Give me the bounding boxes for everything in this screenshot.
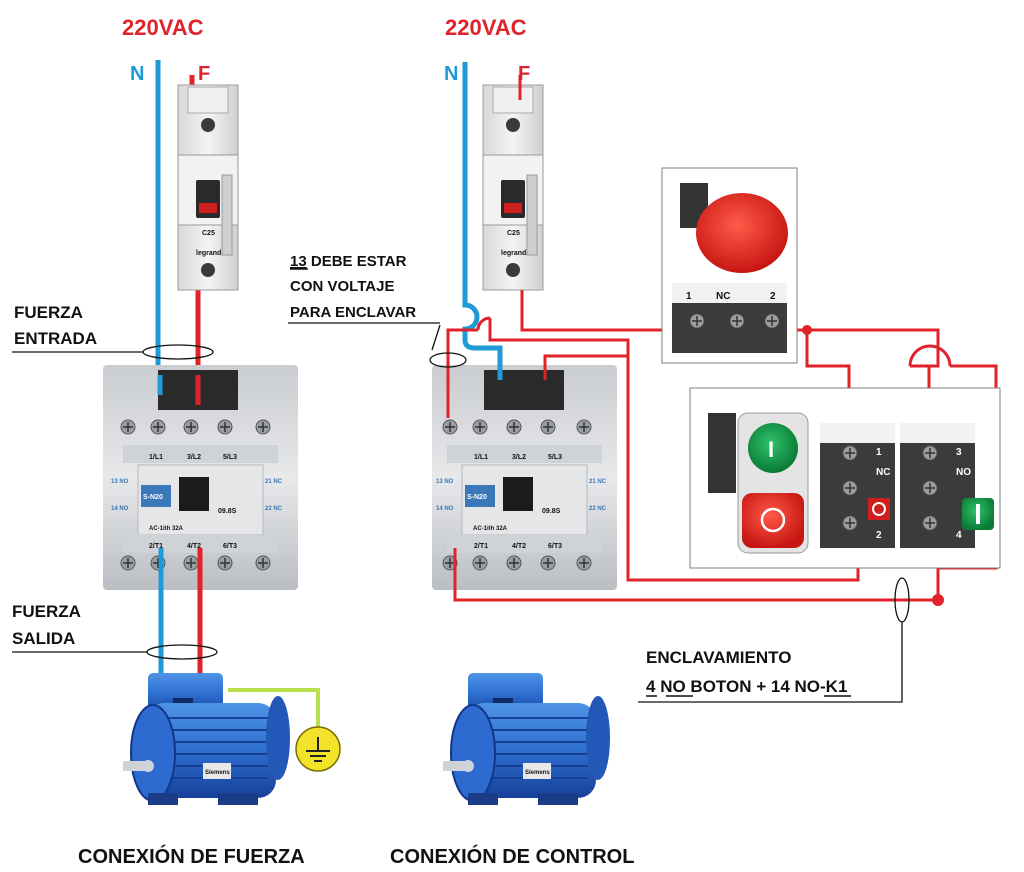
c-contactor-code: 09.8S: [542, 508, 561, 515]
control-circuit: C25 legrand 1/L1 3/L2 5/L3 S-N20 09.8S 1…: [288, 15, 1001, 868]
terminal-6T3: 6/T3: [223, 543, 237, 550]
c-contactor-model: S-N20: [467, 494, 487, 501]
aux-21nc: 21 NC: [265, 479, 283, 485]
terminal-1L1: 1/L1: [149, 454, 163, 461]
no-label: NO: [956, 467, 971, 478]
power-supply-label: 220VAC: [122, 15, 204, 40]
input-cable-marker: [142, 344, 214, 360]
power-circuit: C25 legrand 1/L1 3/L2 5/L3 S-N20 09.8S 1…: [12, 15, 341, 868]
c-aux-13no: 13 NO: [436, 479, 454, 485]
breaker2-rating: C25: [507, 230, 520, 237]
contactor-control: 1/L1 3/L2 5/L3 S-N20 09.8S 13 NO 14 NO 2…: [432, 365, 617, 590]
terminal-2T1: 2/T1: [149, 543, 163, 550]
start-symbol: I: [768, 437, 774, 462]
estop-nc: NC: [716, 291, 730, 302]
power-output-line1: FUERZA: [12, 602, 81, 621]
power-input-line1: FUERZA: [14, 303, 83, 322]
nc-label: NC: [876, 467, 890, 478]
c-terminal-3L2: 3/L2: [512, 454, 526, 461]
ground-icon: [295, 726, 341, 772]
circuit-breaker-control: C25 legrand: [482, 84, 544, 291]
control-phase-label: F: [518, 63, 530, 85]
interlock-description: 4 NO BOTON + 14 NO-K1: [646, 677, 847, 696]
c-aux-21nc: 21 NC: [589, 479, 607, 485]
power-output-line2: SALIDA: [12, 629, 75, 648]
power-caption: CONEXIÓN DE FUERZA: [78, 844, 305, 868]
emergency-stop-button[interactable]: [696, 193, 788, 273]
c-aux-22nc: 22 NC: [589, 506, 607, 512]
power-input-line2: ENTRADA: [14, 329, 97, 348]
start-button[interactable]: [748, 423, 798, 473]
estop-terminal-2: 2: [770, 291, 776, 302]
control-phase-to-pb: [520, 290, 851, 425]
breaker-rating: C25: [202, 230, 215, 237]
output-cable-marker: [146, 644, 218, 660]
terminal-5L3: 5/L3: [223, 454, 237, 461]
control-note-line2: CON VOLTAJE: [290, 278, 394, 295]
motor-plate-control: Siemens: [525, 770, 550, 776]
control-note-line1: 13 DEBE ESTAR: [290, 253, 407, 270]
power-phase-label: F: [198, 63, 210, 85]
control-return-wire: [488, 318, 860, 582]
no-terminal-3: 3: [956, 447, 962, 458]
control-note-line3: PARA ENCLAVAR: [290, 304, 416, 321]
motor-power: Siemens: [123, 673, 290, 805]
circuit-breaker-power: C25 legrand: [177, 84, 239, 291]
control-seal-wire: [453, 540, 940, 602]
c-terminal-1L1: 1/L1: [474, 454, 488, 461]
terminal-3L2: 3/L2: [187, 454, 201, 461]
terminal-4T2: 4/T2: [187, 543, 201, 550]
motor-plate-power: Siemens: [205, 770, 230, 776]
ground-wire: [228, 688, 320, 728]
control-caption: CONEXIÓN DE CONTROL: [390, 844, 634, 868]
aux-14no: 14 NO: [111, 506, 129, 512]
note-terminal-13: 13: [290, 253, 307, 270]
stop-symbol: [760, 507, 786, 533]
nc-terminal-1: 1: [876, 447, 882, 458]
contactor-model: S-N20: [143, 494, 163, 501]
power-neutral-label: N: [130, 63, 144, 85]
note-text-1: DEBE ESTAR: [307, 253, 407, 270]
breaker-brand: legrand: [196, 250, 221, 257]
control-supply-label: 220VAC: [445, 15, 527, 40]
c-terminal-4T2: 4/T2: [512, 543, 526, 550]
c-aux-14no: 14 NO: [436, 506, 454, 512]
c-terminal-5L3: 5/L3: [548, 454, 562, 461]
aux-13no: 13 NO: [111, 479, 129, 485]
estop-terminal-1: 1: [686, 291, 692, 302]
contactor-rating: AC-1ith 32A: [149, 526, 184, 532]
c-terminal-2T1: 2/T1: [474, 543, 488, 550]
contactor-code: 09.8S: [218, 508, 237, 515]
pushbutton-station: I 1 NC 2 3 NO 4: [689, 387, 1001, 569]
breaker2-brand: legrand: [501, 250, 526, 257]
interlock-title: ENCLAVAMIENTO: [646, 648, 791, 667]
c-terminal-6T3: 6/T3: [548, 543, 562, 550]
nc-terminal-2: 2: [876, 530, 882, 541]
stop-button[interactable]: [742, 493, 804, 548]
no-terminal-4: 4: [956, 530, 962, 541]
c-contactor-rating: AC-1ith 32A: [473, 526, 508, 532]
emergency-stop: 1 NC 2: [661, 167, 798, 364]
control-neutral-label: N: [444, 63, 458, 85]
motor-control: Siemens: [443, 673, 610, 805]
aux-22nc: 22 NC: [265, 506, 283, 512]
